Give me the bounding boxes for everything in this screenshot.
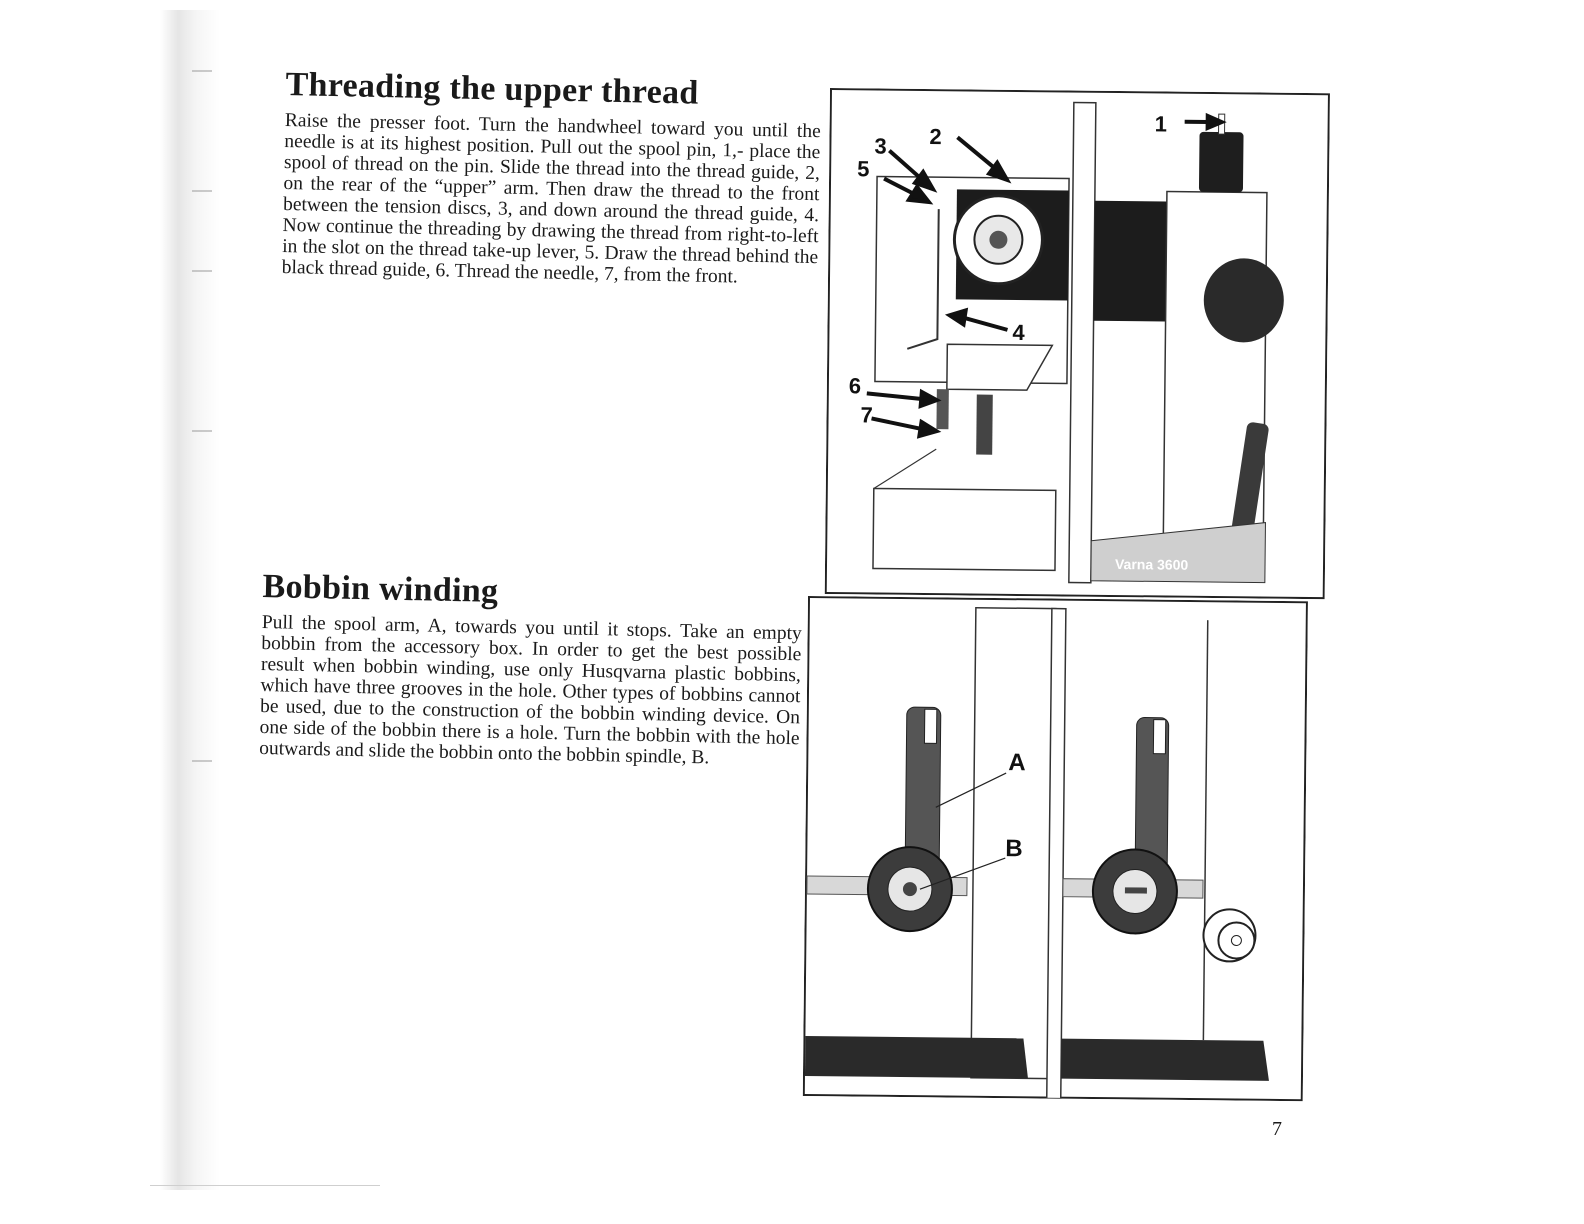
bobbin-instructions: Pull the spool arm, A, towards you until… (259, 611, 802, 769)
callout-B: B (1005, 835, 1023, 862)
binding-speck (192, 270, 212, 272)
page-binding-shadow (160, 10, 220, 1190)
callout-4: 4 (1012, 320, 1025, 345)
callout-7: 7 (860, 402, 873, 427)
threading-diagram: Varna 3600 1 2 3 4 5 6 7 (824, 88, 1330, 600)
threading-instructions: Raise the presser foot. Turn the handwhe… (281, 109, 821, 288)
callout-1: 1 (1155, 111, 1168, 136)
threading-section: Threading the upper thread Raise the pre… (282, 66, 822, 289)
callout-A: A (1008, 749, 1026, 776)
binding-speck (192, 430, 212, 432)
page-number: 7 (1272, 1118, 1282, 1140)
bobbin-title: Bobbin winding (262, 568, 499, 610)
threading-illustration: Varna 3600 1 2 3 4 5 6 7 (824, 88, 1330, 600)
brand-label: Varna 3600 (1115, 556, 1189, 573)
scan-edge-line (150, 1185, 380, 1186)
callout-5: 5 (857, 156, 870, 181)
bobbin-diagram: A B (802, 596, 1308, 1102)
callout-2: 2 (929, 124, 942, 149)
bobbin-illustration: A B (802, 596, 1308, 1102)
callout-6: 6 (849, 373, 862, 398)
bobbin-section: Bobbin winding Pull the spool arm, A, to… (259, 568, 803, 770)
threading-title: Threading the upper thread (285, 66, 699, 112)
callout-3: 3 (874, 133, 887, 158)
binding-speck (192, 190, 212, 192)
binding-speck (192, 760, 212, 762)
binding-speck (192, 70, 212, 72)
